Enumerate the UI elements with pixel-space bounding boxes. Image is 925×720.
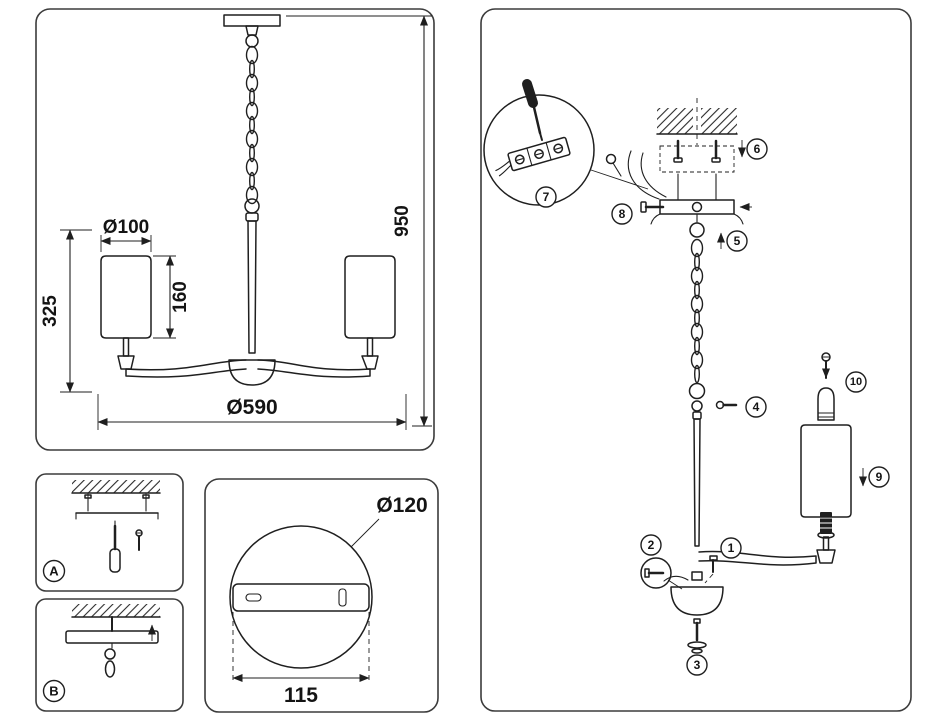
step-2-label: 2 xyxy=(648,538,655,552)
step-3-callout xyxy=(686,654,708,676)
panel-assembly-view xyxy=(480,8,912,712)
zoom-leader xyxy=(590,169,649,190)
dim-span-diameter-label: Ø590 xyxy=(226,396,277,419)
step-9-label: 9 xyxy=(876,470,883,484)
center-rod xyxy=(247,220,257,354)
assembly-arm xyxy=(698,550,817,566)
right-shade xyxy=(344,255,396,339)
ceiling-stem xyxy=(245,25,259,36)
detail-b-badge xyxy=(42,679,66,703)
chain-link xyxy=(104,660,116,678)
dim-shade-diameter-label: Ø100 xyxy=(103,217,149,238)
step-5-callout xyxy=(726,230,748,252)
ceiling-hatch-b xyxy=(72,604,160,617)
light-bulb xyxy=(817,387,835,421)
step-1-label: 1 xyxy=(728,541,735,555)
step-10-label: 10 xyxy=(850,376,862,388)
dim-canopy-diameter-label: Ø120 xyxy=(376,494,427,517)
wire-grommet xyxy=(605,153,617,165)
canopy-plate xyxy=(232,583,370,612)
right-arm xyxy=(257,359,371,378)
mount-detail-a: A xyxy=(42,480,161,583)
step-7-callout xyxy=(535,186,557,208)
step-5-label: 5 xyxy=(734,234,741,248)
step-1-callout xyxy=(720,537,742,559)
step-7-label: 7 xyxy=(543,190,550,204)
step-4-label: 4 xyxy=(753,400,760,414)
slot-left xyxy=(245,593,262,602)
step-10-callout xyxy=(845,371,867,393)
left-arm xyxy=(125,359,247,378)
panel-mount-detail-b xyxy=(35,598,184,712)
dim-shade-height-group: 160 xyxy=(153,255,191,339)
step-8-callout xyxy=(611,203,633,225)
thumb-screw-4 xyxy=(715,400,738,410)
step-6-callout xyxy=(746,138,768,160)
step-9-callout xyxy=(868,466,890,488)
dim-shade-diameter-group: Ø100 xyxy=(100,217,152,252)
step-2-callout xyxy=(640,534,662,556)
panel-main-dimensions xyxy=(35,8,435,451)
detail-b-label: B xyxy=(49,684,58,699)
screwdriver-zoom-icon xyxy=(522,79,543,141)
screw-1-icon xyxy=(704,555,718,584)
slot-right xyxy=(338,588,347,607)
diameter-leader xyxy=(350,518,380,548)
bulb-screw-icon xyxy=(821,352,831,379)
dim-total-height-group: 950 xyxy=(286,15,432,427)
supply-wires xyxy=(605,150,667,200)
step-6-label: 6 xyxy=(754,142,761,156)
dim-span-diameter-group: Ø590 xyxy=(97,394,407,430)
left-shade xyxy=(100,255,152,339)
detail-a-label: A xyxy=(49,564,59,579)
anchor-screws xyxy=(84,494,150,512)
exploded-assembly-view: 6 7 xyxy=(483,79,890,676)
bottom-screw-3 xyxy=(687,618,707,654)
screw-2-detail-circle xyxy=(640,557,683,590)
dim-plate-width-label: 115 xyxy=(284,684,318,707)
lamp-shade xyxy=(800,424,852,518)
hanging-ring xyxy=(104,648,116,660)
assembly-chain xyxy=(690,238,704,384)
ceiling-hatch xyxy=(72,480,160,493)
bracket-position-outline xyxy=(659,145,735,173)
step-8-label: 8 xyxy=(619,207,626,221)
dim-body-height-label: 325 xyxy=(40,295,61,327)
chain xyxy=(245,45,259,205)
dim-body-height-group: 325 xyxy=(40,229,92,393)
step-3-label: 3 xyxy=(694,658,701,672)
dim-shade-height-label: 160 xyxy=(170,281,191,313)
detail-a-badge xyxy=(42,559,66,583)
small-screw-icon xyxy=(135,529,143,551)
canopy-top-view: Ø120 115 xyxy=(229,494,428,707)
step-4-callout xyxy=(745,396,767,418)
canopy-circle xyxy=(229,525,373,669)
chandelier-front-view xyxy=(100,14,396,386)
mount-detail-b: B xyxy=(42,604,161,703)
terminal-block-zoom xyxy=(483,79,595,206)
hub-details xyxy=(663,571,703,582)
dim-total-height-label: 950 xyxy=(392,205,413,237)
mounting-screws xyxy=(673,139,721,163)
assembly-rod xyxy=(693,418,701,547)
canopy-ring xyxy=(689,222,705,238)
screwdriver-icon xyxy=(109,520,121,573)
ceiling-hatch-assembly xyxy=(656,108,738,135)
terminal-block xyxy=(495,136,571,177)
